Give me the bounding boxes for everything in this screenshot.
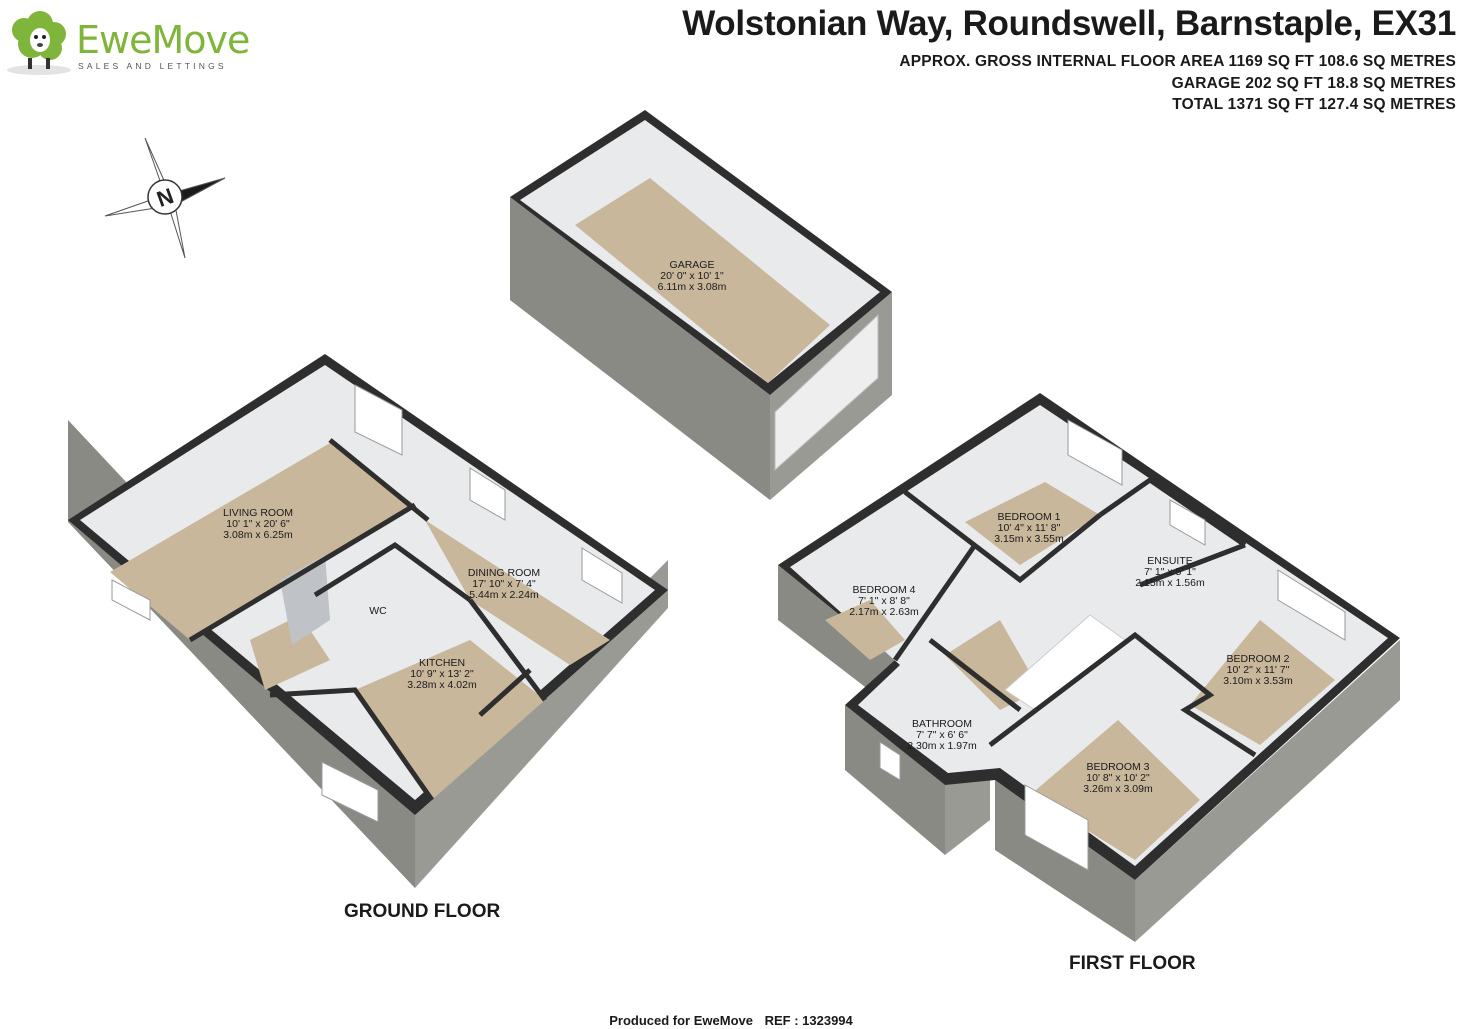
svg-text:WC: WC: [369, 605, 387, 617]
sheep-logo-icon: [4, 8, 74, 78]
svg-text:3.10m x 3.53m: 3.10m x 3.53m: [1223, 675, 1293, 687]
room-label-bedroom-4: BEDROOM 4 7' 1" x 8' 8" 2.17m x 2.63m: [849, 584, 919, 618]
total-area-line: TOTAL 1371 SQ FT 127.4 SQ METRES: [1172, 96, 1456, 113]
room-label-bedroom-1: BEDROOM 1 10' 4" x 11' 8" 3.15m x 3.55m: [994, 511, 1064, 545]
svg-text:BEDROOM 3: BEDROOM 3: [1086, 761, 1149, 773]
svg-text:BEDROOM 1: BEDROOM 1: [997, 511, 1060, 523]
footer: Produced for EweMove REF : 1323994: [0, 1013, 1462, 1028]
svg-text:3.28m x 4.02m: 3.28m x 4.02m: [407, 679, 477, 691]
svg-text:2.17m x 2.63m: 2.17m x 2.63m: [849, 606, 919, 618]
svg-text:10' 1" x 20' 6": 10' 1" x 20' 6": [226, 518, 290, 530]
room-label-dining-room: DINING ROOM 17' 10" x 7' 4" 5.44m x 2.24…: [468, 567, 540, 601]
svg-text:BEDROOM 2: BEDROOM 2: [1226, 653, 1289, 665]
svg-text:20' 0" x 10' 1": 20' 0" x 10' 1": [660, 270, 724, 282]
first-floor-block: [778, 393, 1400, 942]
ground-floor-label: GROUND FLOOR: [344, 901, 501, 922]
room-label-ensuite: ENSUITE 7' 1" x 5' 1" 2.15m x 1.56m: [1135, 555, 1205, 589]
svg-text:3.26m x 3.09m: 3.26m x 3.09m: [1083, 783, 1153, 795]
svg-text:BEDROOM 4: BEDROOM 4: [852, 584, 915, 596]
svg-text:3.08m x 6.25m: 3.08m x 6.25m: [223, 529, 293, 541]
svg-text:7' 1" x 8' 8": 7' 1" x 8' 8": [858, 595, 910, 607]
svg-text:6.11m x 3.08m: 6.11m x 3.08m: [658, 281, 727, 293]
room-label-bedroom-3: BEDROOM 3 10' 8" x 10' 2" 3.26m x 3.09m: [1083, 761, 1153, 795]
svg-text:2.15m x 1.56m: 2.15m x 1.56m: [1135, 577, 1205, 589]
svg-text:7' 1" x 5' 1": 7' 1" x 5' 1": [1144, 566, 1196, 578]
gross-area-line: APPROX. GROSS INTERNAL FLOOR AREA 1169 S…: [899, 53, 1456, 70]
svg-text:KITCHEN: KITCHEN: [419, 657, 465, 669]
svg-text:10' 2" x 11' 7": 10' 2" x 11' 7": [1227, 664, 1290, 676]
svg-text:10' 9" x 13' 2": 10' 9" x 13' 2": [410, 668, 474, 680]
svg-text:17' 10" x 7' 4": 17' 10" x 7' 4": [472, 578, 536, 590]
room-label-garage: GARAGE 20' 0" x 10' 1" 6.11m x 3.08m: [658, 259, 727, 293]
svg-text:3.15m x 3.55m: 3.15m x 3.55m: [994, 533, 1064, 545]
room-label-living-room: LIVING ROOM 10' 1" x 20' 6" 3.08m x 6.25…: [223, 507, 293, 541]
first-floor-label: FIRST FLOOR: [1069, 953, 1196, 974]
svg-text:7' 7" x 6' 6": 7' 7" x 6' 6": [916, 729, 968, 741]
svg-text:10' 8" x 10' 2": 10' 8" x 10' 2": [1086, 772, 1150, 784]
room-label-kitchen: KITCHEN 10' 9" x 13' 2" 3.28m x 4.02m: [407, 657, 477, 691]
garage-block: [510, 110, 892, 500]
svg-text:2.30m x 1.97m: 2.30m x 1.97m: [907, 740, 977, 752]
svg-text:LIVING ROOM: LIVING ROOM: [223, 507, 293, 519]
logo-tagline: SALES AND LETTINGS: [78, 61, 227, 71]
ground-floor-block: [68, 354, 668, 888]
svg-text:10' 4" x 11' 8": 10' 4" x 11' 8": [998, 522, 1061, 534]
room-label-bedroom-2: BEDROOM 2 10' 2" x 11' 7" 3.10m x 3.53m: [1223, 653, 1293, 687]
logo-wordmark: EweMove: [76, 18, 250, 62]
room-label-bathroom: BATHROOM 7' 7" x 6' 6" 2.30m x 1.97m: [907, 718, 977, 752]
svg-text:ENSUITE: ENSUITE: [1147, 555, 1193, 567]
garage-area-line: GARAGE 202 SQ FT 18.8 SQ METRES: [1171, 75, 1456, 92]
footer-produced-for: Produced for EweMove: [609, 1013, 753, 1028]
room-label-wc: WC: [369, 605, 387, 617]
property-address-title: Wolstonian Way, Roundswell, Barnstaple, …: [682, 4, 1456, 43]
compass-icon: N: [104, 137, 226, 259]
footer-reference: REF : 1323994: [764, 1013, 853, 1028]
svg-text:GARAGE: GARAGE: [670, 259, 715, 271]
svg-text:5.44m x 2.24m: 5.44m x 2.24m: [469, 589, 539, 601]
svg-text:DINING ROOM: DINING ROOM: [468, 567, 540, 579]
svg-text:BATHROOM: BATHROOM: [912, 718, 972, 730]
